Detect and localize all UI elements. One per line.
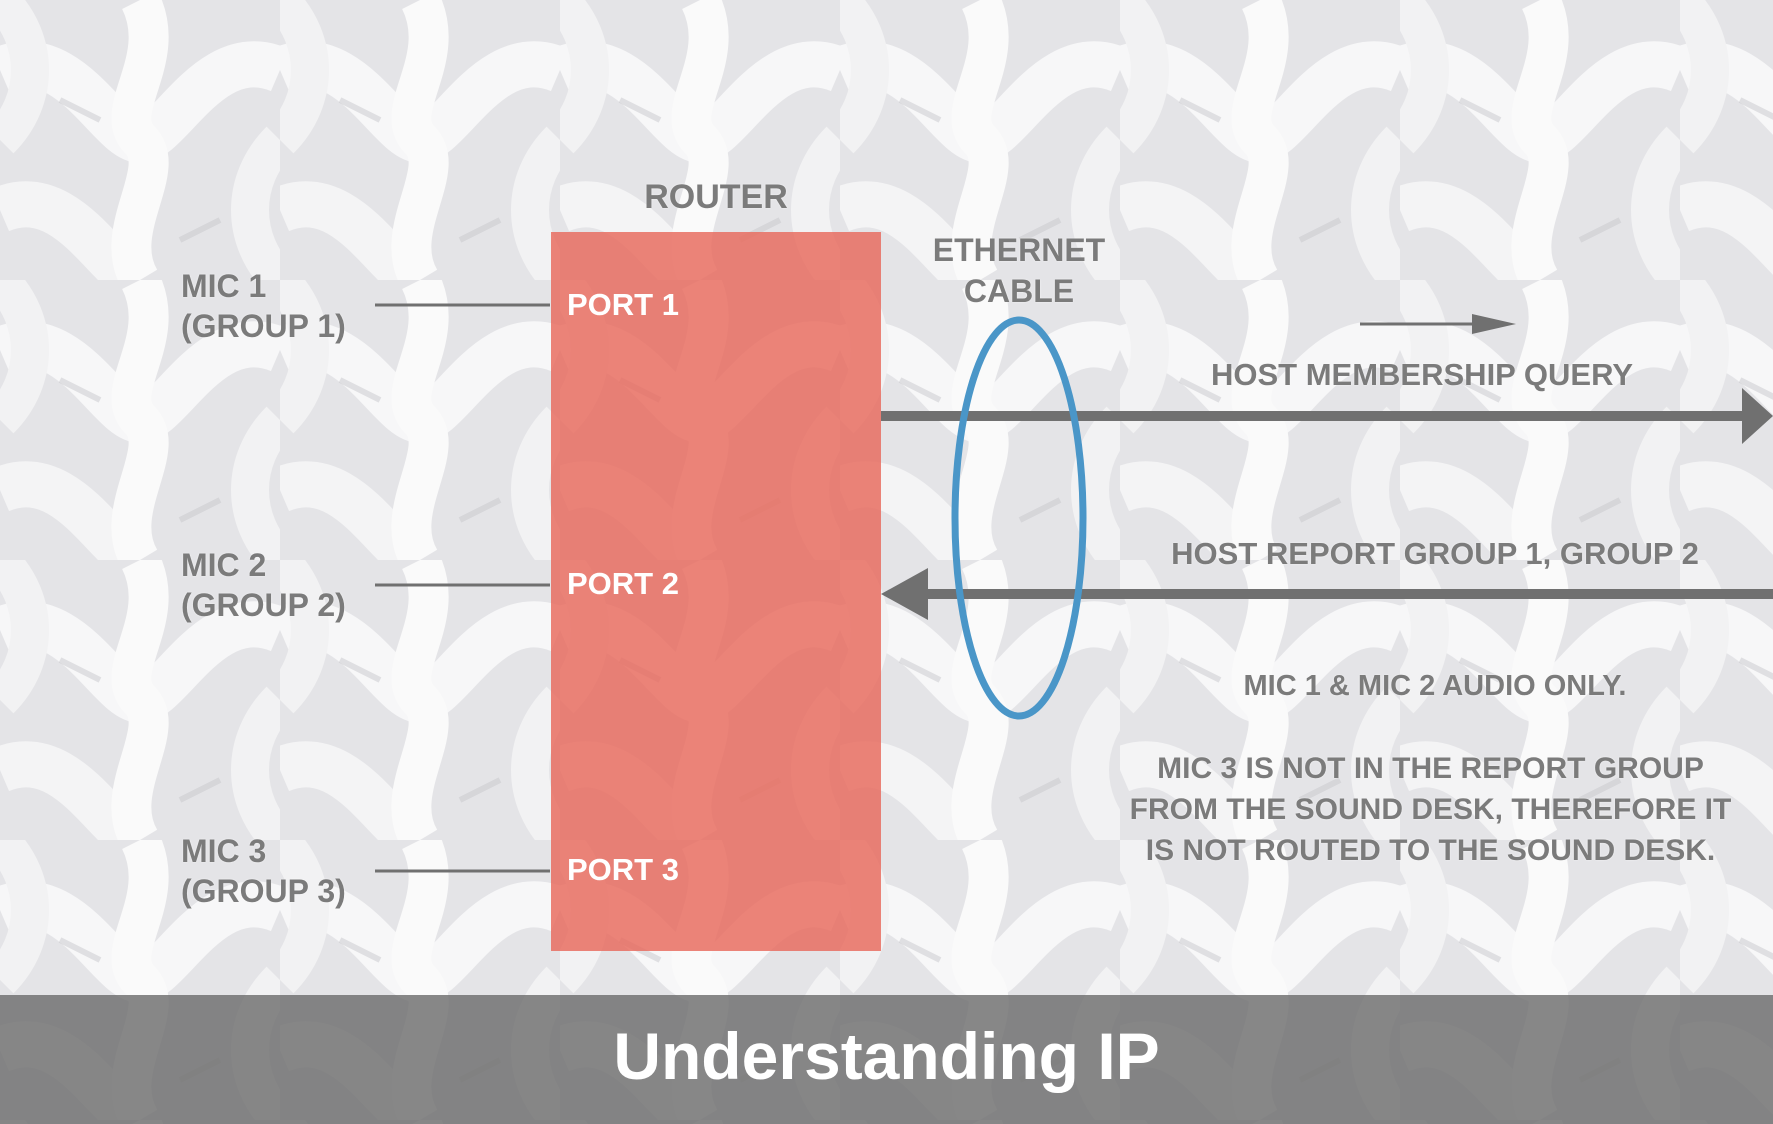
mic-2-group: (GROUP 2) <box>181 587 346 623</box>
host-report-label: HOST REPORT GROUP 1, GROUP 2 <box>1171 536 1699 571</box>
ethernet-cable-line-2: CABLE <box>963 273 1075 309</box>
report-arrow <box>881 568 1773 620</box>
mic-3-explanation-line-3: IS NOT ROUTED TO THE SOUND DESK. <box>1145 834 1716 867</box>
ethernet-cable-label: ETHERNET CABLE <box>879 230 1159 312</box>
mic-3-explanation-line-2: FROM THE SOUND DESK, THEREFORE IT <box>1129 793 1732 826</box>
mic-1-label: MIC 1 (GROUP 1) <box>181 266 346 346</box>
port-2-label: PORT 2 <box>567 566 679 601</box>
direction-indicator-arrow <box>1360 314 1516 334</box>
mic-1-group: (GROUP 1) <box>181 308 346 344</box>
slide-caption: Understanding IP <box>613 1019 1160 1093</box>
mic-3-explanation-line-1: MIC 3 IS NOT IN THE REPORT GROUP <box>1157 752 1704 785</box>
mic-3-label: MIC 3 (GROUP 3) <box>181 831 346 911</box>
router-title: ROUTER <box>644 178 788 216</box>
mic-2-name: MIC 2 <box>181 547 267 583</box>
audio-only-label: MIC 1 & MIC 2 AUDIO ONLY. <box>1243 670 1627 702</box>
ethernet-cable-line-1: ETHERNET <box>932 232 1106 268</box>
mic-3-explanation: MIC 3 IS NOT IN THE REPORT GROUP FROM TH… <box>1088 748 1773 871</box>
port-1-label: PORT 1 <box>567 287 679 322</box>
mic-3-group: (GROUP 3) <box>181 873 346 909</box>
mic-1-name: MIC 1 <box>181 268 267 304</box>
mic-3-name: MIC 3 <box>181 833 267 869</box>
ethernet-cable-ellipse <box>951 316 1087 720</box>
router-box <box>551 232 881 951</box>
mic-2-label: MIC 2 (GROUP 2) <box>181 545 346 625</box>
port-3-label: PORT 3 <box>567 852 679 887</box>
host-membership-query-label: HOST MEMBERSHIP QUERY <box>1211 357 1633 392</box>
query-arrow <box>881 388 1773 444</box>
caption-bar <box>0 995 1773 1124</box>
